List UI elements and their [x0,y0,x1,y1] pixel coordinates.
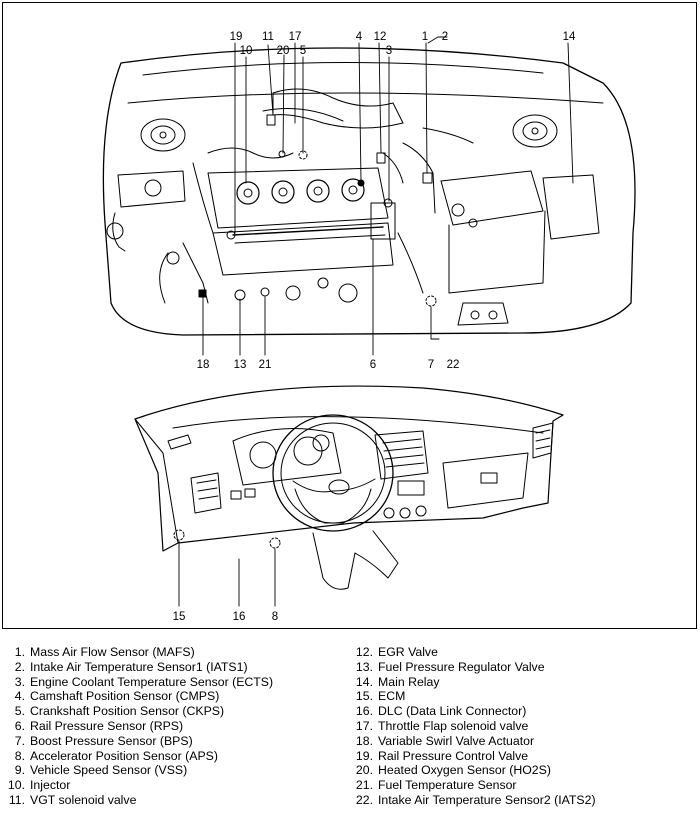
callout-12: 12 [374,31,387,43]
legend-number: 20. [355,763,373,778]
legend-number: 13. [355,659,373,674]
legend-text: Fuel Temperature Sensor [378,778,517,793]
callout-1: 1 [422,31,428,43]
legend-text: Fuel Pressure Regulator Valve [378,659,545,674]
engine-bay-drawing [102,47,636,336]
legend-item: 8. Accelerator Position Sensor (APS) [6,749,273,764]
legend-number: 9. [14,763,25,778]
legend-item: 22. Intake Air Temperature Sensor2 (IATS2… [354,793,596,808]
legend-text: Rail Pressure Sensor (RPS) [30,718,184,733]
legend-text: Injector [30,778,71,793]
legend-number: 19. [355,748,373,763]
legend-item: 7. Boost Pressure Sensor (BPS) [6,734,273,749]
legend-number: 11. [8,792,25,807]
legend-number: 15. [355,689,373,704]
callout-4: 4 [356,31,363,43]
legend-item: 10. Injector [6,778,273,793]
figure-drawing: 19 10 11 20 17 5 4 12 3 1 2 14 18 13 21 … [102,31,636,623]
legend-number: 8. [14,748,25,763]
legend-number: 17. [355,718,373,733]
legend-item: 5. Crankshaft Position Sensor (CKPS) [6,704,273,719]
legend-item: 18. Variable Swirl Valve Actuator [354,734,596,749]
legend-text: Main Relay [378,674,440,689]
legend-number: 1. [14,645,25,659]
callout-15: 15 [173,611,186,623]
callout-18: 18 [197,359,210,371]
legend-number: 21. [355,778,373,793]
callout-5: 5 [300,45,306,57]
callout-21: 21 [259,359,272,371]
callout-13: 13 [234,359,247,371]
dashboard-leader-lines [178,540,276,607]
legend-text: Rail Pressure Control Valve [378,748,529,763]
callout-17: 17 [289,31,302,43]
legend-text: Intake Air Temperature Sensor2 (IATS2) [378,792,596,807]
legend-item: 12. EGR Valve [354,645,596,660]
legend-text: Accelerator Position Sensor (APS) [30,748,218,763]
legend-number: 22. [355,792,373,807]
callout-3: 3 [386,45,392,57]
legend-number: 18. [355,733,373,748]
callout-20: 20 [277,45,290,57]
callout-8: 8 [272,611,278,623]
legend-item: 4. Camshaft Position Sensor (CMPS) [6,689,273,704]
callout-6: 6 [370,359,376,371]
legend-item: 19. Rail Pressure Control Valve [354,749,596,764]
engine-leader-lines [202,36,574,356]
legend-left-column: 1. Mass Air Flow Sensor (MAFS) 2. Intake A… [6,645,273,808]
legend-item: 1. Mass Air Flow Sensor (MAFS) [6,645,273,660]
legend-number: 4. [14,689,25,704]
legend-text: Variable Swirl Valve Actuator [378,733,535,748]
dashboard-drawing [134,385,564,590]
legend-number: 5. [14,704,25,719]
legend-item: 11. VGT solenoid valve [6,793,273,808]
legend-number: 2. [14,659,25,674]
legend-text: DLC (Data Link Connector) [378,704,527,719]
legend-text: VGT solenoid valve [30,792,137,807]
legend-item: 9. Vehicle Speed Sensor (VSS) [6,763,273,778]
legend-item: 15. ECM [354,689,596,704]
legend-number: 16. [355,704,373,719]
legend-right-column: 12. EGR Valve 13. Fuel Pressure Regulator … [354,645,596,808]
legend-text: Engine Coolant Temperature Sensor (ECTS) [30,674,274,689]
legend-item: 13. Fuel Pressure Regulator Valve [354,660,596,675]
legend-text: Vehicle Speed Sensor (VSS) [30,763,188,778]
legend-text: Throttle Flap solenoid valve [378,718,529,733]
legend-number: 6. [14,718,25,733]
legend-number: 10. [7,778,25,793]
legend-item: 20. Heated Oxygen Sensor (HO2S) [354,763,596,778]
legend-text: Camshaft Position Sensor (CMPS) [30,689,220,704]
callout-7: 7 [428,359,434,371]
legend-text: ECM [378,689,406,704]
callout-labels: 19 10 11 20 17 5 4 12 3 1 2 14 18 13 21 … [173,31,576,623]
legend-number: 12. [355,645,373,659]
legend-number: 14. [355,674,373,689]
legend-text: Boost Pressure Sensor (BPS) [30,733,193,748]
legend-text: EGR Valve [378,645,438,659]
callout-22: 22 [447,359,460,371]
legend-item: 3. Engine Coolant Temperature Sensor (ECT… [6,675,273,690]
legend-item: 6. Rail Pressure Sensor (RPS) [6,719,273,734]
legend-item: 17. Throttle Flap solenoid valve [354,719,596,734]
legend-text: Crankshaft Position Sensor (CKPS) [30,704,225,719]
legend-item: 2. Intake Air Temperature Sensor1 (IATS1) [6,660,273,675]
callout-16: 16 [233,611,246,623]
legend-number: 7. [14,733,25,748]
legend-text: Intake Air Temperature Sensor1 (IATS1) [30,659,248,674]
callout-14: 14 [563,31,576,43]
legend-number: 3. [14,674,25,689]
callout-19: 19 [230,31,243,43]
callout-11: 11 [262,31,274,43]
legend-item: 16. DLC (Data Link Connector) [354,704,596,719]
callout-10: 10 [240,45,253,57]
legend-item: 14. Main Relay [354,675,596,690]
callout-2: 2 [442,31,448,43]
legend-text: Mass Air Flow Sensor (MAFS) [30,645,195,659]
legend-item: 21. Fuel Temperature Sensor [354,778,596,793]
component-location-figure: 19 10 11 20 17 5 4 12 3 1 2 14 18 13 21 … [2,2,697,629]
legend-text: Heated Oxygen Sensor (HO2S) [378,763,551,778]
